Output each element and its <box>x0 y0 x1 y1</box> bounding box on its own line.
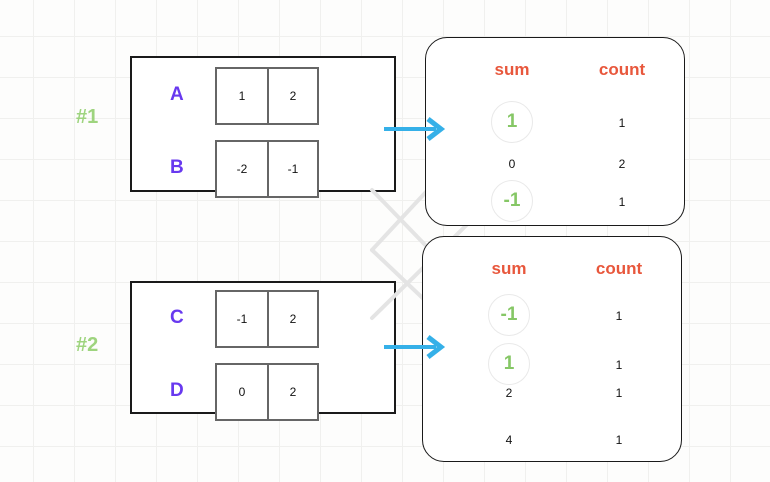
output-2-header-count: count <box>595 259 643 278</box>
output-1-count-2: 1 <box>618 195 626 209</box>
output-panel-1: sum count 1 1 0 2 -1 1 <box>425 37 685 226</box>
output-panel-2: sum count -1 1 1 1 2 1 4 1 <box>422 236 682 462</box>
input-row-label-c: C <box>170 307 184 328</box>
output-2-sum-0-circled: -1 <box>488 294 530 336</box>
output-2-count-2: 1 <box>615 386 623 400</box>
output-1-header-sum: sum <box>494 60 530 79</box>
input-row-pair-c: -1 2 <box>215 290 319 348</box>
input-cell-c-1: 2 <box>267 292 317 346</box>
input-row-label-a: A <box>170 84 184 105</box>
output-2-count-0: 1 <box>615 309 623 323</box>
input-row-pair-b: -2 -1 <box>215 140 319 198</box>
input-row-label-b: B <box>170 157 184 178</box>
output-2-header-sum: sum <box>491 259 527 278</box>
input-row-pair-a: 1 2 <box>215 67 319 125</box>
output-1-sum-1: 0 <box>508 157 516 171</box>
output-1-sum-0-circled: 1 <box>491 101 533 143</box>
output-1-header-count: count <box>598 60 646 79</box>
output-2-count-3: 1 <box>615 433 623 447</box>
output-2-sum-1-circled: 1 <box>488 343 530 385</box>
group-tag-2: #2 <box>76 334 99 356</box>
output-1-count-1: 2 <box>618 157 626 171</box>
output-2-count-1: 1 <box>615 358 623 372</box>
arrow-2-head <box>426 335 446 359</box>
input-cell-b-1: -1 <box>267 142 317 196</box>
input-panel-group-1: A 1 2 B -2 -1 <box>130 56 396 198</box>
group-tag-1: #1 <box>76 106 99 128</box>
input-panel-group-2: C -1 2 D 0 2 <box>130 281 396 421</box>
arrow-1-head <box>426 117 446 141</box>
input-cell-b-0: -2 <box>236 162 248 176</box>
input-cell-d-1: 2 <box>267 365 317 419</box>
input-row-pair-d: 0 2 <box>215 363 319 421</box>
output-1-sum-2-circled: -1 <box>491 180 533 222</box>
input-row-label-d: D <box>170 380 184 401</box>
input-cell-a-1: 2 <box>267 69 317 123</box>
output-1-count-0: 1 <box>618 116 626 130</box>
output-2-sum-2: 2 <box>505 386 513 400</box>
output-2-sum-3: 4 <box>505 433 513 447</box>
input-cell-c-0: -1 <box>236 312 248 326</box>
input-cell-a-0: 1 <box>238 89 246 103</box>
input-cell-d-0: 0 <box>238 385 246 399</box>
